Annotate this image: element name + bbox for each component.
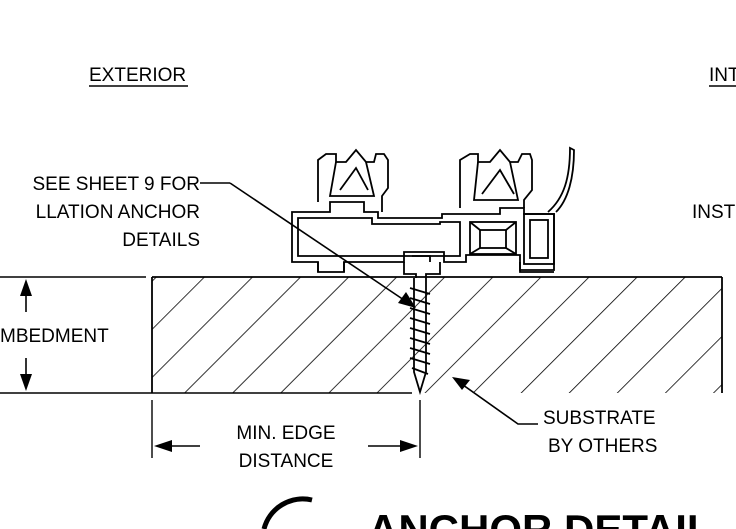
note-leader [200,182,416,308]
edge-distance-line-1: MIN. EDGE [236,423,335,444]
embedment-dimension [0,276,412,394]
anchor-screw [403,255,441,396]
window-frame-profile [291,146,575,273]
installation-partial-label: INST [692,202,736,223]
embedment-label: MBEDMENT [0,326,109,347]
note-line-3: DETAILS [122,230,200,251]
detail-title: ANCHOR DETAIL [368,506,713,529]
exterior-label: EXTERIOR [89,65,186,86]
edge-distance-dimension [151,400,421,458]
interior-label: INT [709,65,736,86]
substrate-line-1: SUBSTRATE [543,408,656,429]
detail-bubble [261,496,313,529]
substrate-line-2: BY OTHERS [548,436,657,457]
note-line-1: SEE SHEET 9 FOR [32,174,200,195]
substrate-block [151,276,723,393]
substrate-leader [452,377,538,425]
edge-distance-line-2: DISTANCE [239,451,334,472]
note-line-2: LLATION ANCHOR [36,202,200,223]
